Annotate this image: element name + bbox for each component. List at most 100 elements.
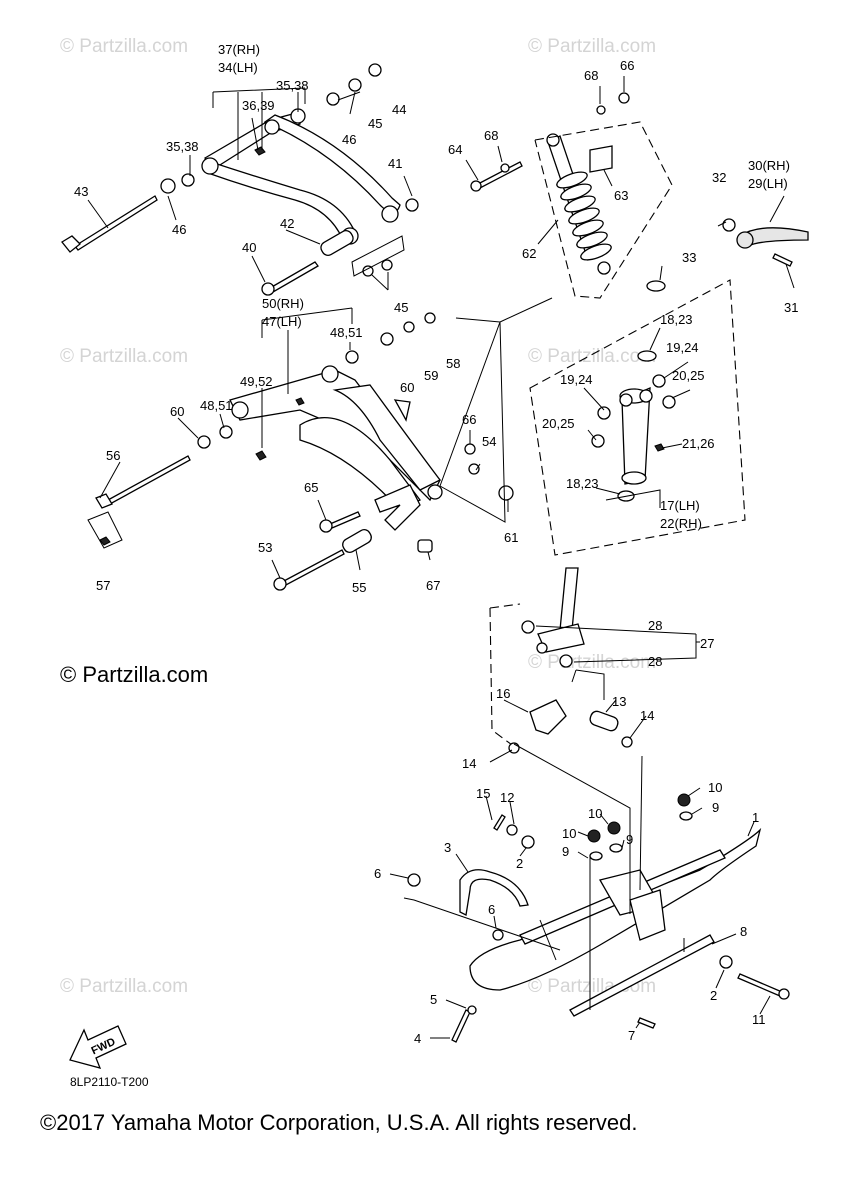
callout-41: 41 bbox=[388, 156, 402, 171]
nut-32 bbox=[722, 218, 736, 232]
callout-19-24: 19,24 bbox=[666, 340, 699, 355]
ski-1 bbox=[469, 827, 762, 991]
callout-68: 68 bbox=[584, 68, 598, 83]
callout-20-25: 20,25 bbox=[542, 416, 575, 431]
callout-32: 32 bbox=[712, 170, 726, 185]
collar-2 bbox=[719, 955, 733, 969]
nut-66 bbox=[464, 443, 476, 455]
washer-60 bbox=[197, 435, 211, 449]
callout-45: 45 bbox=[368, 116, 382, 131]
callout-7: 7 bbox=[628, 1028, 635, 1043]
watermark-text: © Partzilla.com bbox=[528, 36, 656, 57]
callout-55: 55 bbox=[352, 580, 366, 595]
callout-48-51: 48,51 bbox=[200, 398, 233, 413]
bushing-20 bbox=[662, 395, 676, 409]
collar-2 bbox=[521, 835, 535, 849]
callout-67: 67 bbox=[426, 578, 440, 593]
watermark-text: © Partzilla.com bbox=[528, 652, 656, 673]
callout-30: 30(RH) bbox=[748, 158, 790, 173]
washer-9 bbox=[609, 843, 623, 853]
callout-18-23: 18,23 bbox=[566, 476, 599, 491]
callout-68: 68 bbox=[484, 128, 498, 143]
callout-66: 66 bbox=[620, 58, 634, 73]
callout-11: 11 bbox=[752, 1012, 766, 1027]
callout-28: 28 bbox=[648, 618, 662, 633]
callout-22: 22(RH) bbox=[660, 516, 702, 531]
callout-labels: 37(RH) 34(LH) 35,38 36,39 35,38 44 45 46… bbox=[74, 42, 798, 1046]
watermark-text-main: © Partzilla.com bbox=[60, 662, 208, 687]
callout-34: 34(LH) bbox=[218, 60, 258, 75]
nut-10 bbox=[677, 793, 691, 807]
callout-6: 6 bbox=[488, 902, 495, 917]
callout-10: 10 bbox=[708, 780, 722, 795]
nut-66 bbox=[618, 92, 630, 104]
callout-9: 9 bbox=[626, 832, 633, 847]
callout-61: 61 bbox=[504, 530, 518, 545]
spindle-27 bbox=[536, 567, 585, 654]
callout-65: 65 bbox=[304, 480, 318, 495]
cap-33 bbox=[646, 280, 666, 292]
callout-49-52: 49,52 bbox=[240, 374, 273, 389]
callout-19-24: 19,24 bbox=[560, 372, 593, 387]
callout-1: 1 bbox=[752, 810, 759, 825]
shock-group-outline bbox=[534, 121, 673, 299]
callout-12: 12 bbox=[500, 790, 514, 805]
bolt-65 bbox=[319, 511, 361, 533]
callout-33: 33 bbox=[682, 250, 696, 265]
nut-58 bbox=[424, 312, 436, 324]
callout-4: 4 bbox=[414, 1031, 421, 1046]
callout-57: 57 bbox=[96, 578, 110, 593]
bolt-31 bbox=[772, 253, 793, 267]
nut-6 bbox=[492, 929, 504, 941]
washer-61 bbox=[498, 485, 514, 501]
callout-5: 5 bbox=[430, 992, 437, 1007]
bolt-64 bbox=[470, 161, 523, 192]
callout-9: 9 bbox=[562, 844, 569, 859]
washer-68 bbox=[500, 163, 510, 173]
callout-46: 46 bbox=[172, 222, 186, 237]
callout-46: 46 bbox=[342, 132, 356, 147]
collar-67 bbox=[417, 539, 433, 553]
bolt-43 bbox=[61, 195, 158, 253]
callout-44: 44 bbox=[392, 102, 406, 117]
callout-43: 43 bbox=[74, 184, 88, 199]
callout-37: 37(RH) bbox=[218, 42, 260, 57]
damper-16 bbox=[529, 699, 567, 735]
grease-nipple-49 bbox=[295, 397, 305, 406]
callout-2: 2 bbox=[516, 856, 523, 871]
callout-64: 64 bbox=[448, 142, 462, 157]
group-line bbox=[489, 607, 517, 749]
washer-9 bbox=[679, 811, 693, 821]
callout-15: 15 bbox=[476, 786, 490, 801]
bushing-35 bbox=[181, 173, 195, 187]
callout-54: 54 bbox=[482, 434, 496, 449]
callout-16: 16 bbox=[496, 686, 510, 701]
bushing-18 bbox=[637, 350, 657, 362]
washer-46 bbox=[326, 92, 340, 106]
bushing-48 bbox=[345, 350, 359, 364]
cover-63 bbox=[589, 145, 613, 173]
callout-10: 10 bbox=[562, 826, 576, 841]
callout-58: 58 bbox=[446, 356, 460, 371]
spindle-group-outline bbox=[529, 279, 746, 556]
nut-54 bbox=[468, 463, 480, 475]
watermark-text: © Partzilla.com bbox=[60, 976, 188, 997]
washer-5 bbox=[467, 1005, 477, 1015]
callout-21-26: 21,26 bbox=[682, 436, 715, 451]
callout-3: 3 bbox=[444, 840, 451, 855]
bushing-19 bbox=[597, 406, 611, 420]
callout-42: 42 bbox=[280, 216, 294, 231]
callout-35-38: 35,38 bbox=[276, 78, 309, 93]
nut-10 bbox=[587, 829, 601, 843]
callout-2: 2 bbox=[710, 988, 717, 1003]
callout-35-38: 35,38 bbox=[166, 139, 199, 154]
callout-31: 31 bbox=[784, 300, 798, 315]
callout-60: 60 bbox=[400, 380, 414, 395]
callout-27: 27 bbox=[700, 636, 714, 651]
washer-68 bbox=[596, 105, 606, 115]
callout-63: 63 bbox=[614, 188, 628, 203]
collar-13 bbox=[589, 710, 619, 732]
callout-60: 60 bbox=[170, 404, 184, 419]
shock-absorber-62 bbox=[546, 133, 612, 275]
